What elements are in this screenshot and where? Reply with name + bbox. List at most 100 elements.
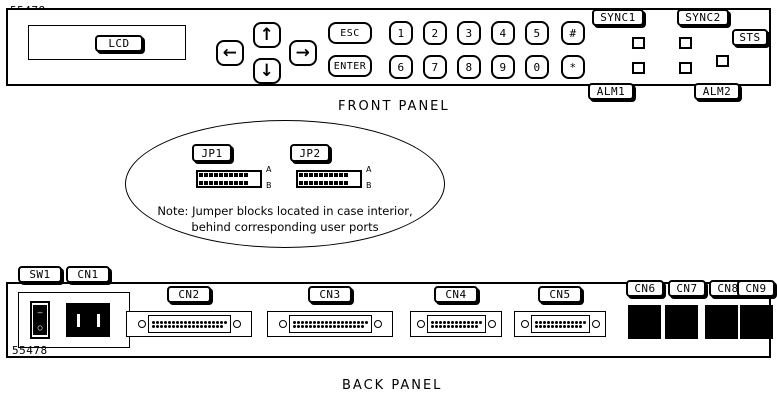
cn2-pin-row-bottom <box>151 324 227 328</box>
cn3-pin <box>324 324 328 328</box>
cn2-pin <box>155 320 159 324</box>
jp2-pin <box>324 181 328 185</box>
cn2-pin <box>211 324 215 328</box>
keypad-key-8[interactable]: 8 <box>457 55 481 79</box>
connector-cn4 <box>410 311 502 337</box>
cn2-pin-row-top <box>151 320 227 324</box>
cn4-pin <box>446 320 450 324</box>
jp1-pin <box>214 173 218 177</box>
enter-key[interactable]: ENTER <box>328 55 372 77</box>
keypad-key-2[interactable]: 2 <box>423 21 447 45</box>
cn3-pin-row-bottom <box>292 324 368 328</box>
jp2-pin <box>334 181 338 185</box>
arrow-key-right[interactable]: → <box>289 40 317 66</box>
cn5-pin <box>554 324 558 328</box>
keypad-key-star[interactable]: * <box>561 55 585 79</box>
cn2-pin <box>187 324 191 328</box>
front-panel-caption: FRONT PANEL <box>338 99 450 114</box>
cn3-pin <box>344 324 348 328</box>
cn4-pin <box>478 320 482 324</box>
cn5-pin <box>574 324 578 328</box>
jp1-label-b: B <box>266 181 272 190</box>
switch-mark-off: ○ <box>37 323 43 332</box>
jp2-pin <box>304 181 308 185</box>
cn4-pin <box>454 320 458 324</box>
cn2-pin <box>219 324 223 328</box>
cn2-pin <box>183 324 187 328</box>
cn2-pin <box>175 320 179 324</box>
jp2-pin <box>309 181 313 185</box>
cn4-pin <box>438 324 442 328</box>
cn3-pin <box>352 324 356 328</box>
jp1-pin <box>199 173 203 177</box>
cn5-pin <box>558 320 562 324</box>
jumper-block-jp1 <box>196 170 262 188</box>
keypad-key-5[interactable]: 5 <box>525 21 549 45</box>
callout-cn7: CN7 <box>668 280 706 297</box>
inlet-blade-right <box>96 313 100 327</box>
cn4-pin <box>458 324 462 328</box>
cn3-pin <box>296 320 300 324</box>
cn5-pin-row-bottom <box>534 324 586 328</box>
cn4-shell <box>426 315 486 333</box>
jp2-label-a: A <box>366 165 372 174</box>
arrow-up-icon: ↑ <box>259 24 275 45</box>
cn3-pin <box>300 324 304 328</box>
jp2-row-b <box>299 181 359 185</box>
arrow-down-icon: ↓ <box>259 60 275 81</box>
cn2-pin <box>219 320 223 324</box>
cn4-pin <box>430 320 434 324</box>
keypad-key-6[interactable]: 6 <box>389 55 413 79</box>
jp1-row-b <box>199 181 259 185</box>
callout-alm2: ALM2 <box>694 83 740 100</box>
keypad-key-9[interactable]: 9 <box>491 55 515 79</box>
cn2-pin <box>179 324 183 328</box>
cn5-pin <box>542 324 546 328</box>
jp2-pin <box>304 173 308 177</box>
cn4-pin <box>454 324 458 328</box>
callout-cn4: CN4 <box>434 286 478 303</box>
cn3-pin <box>292 320 296 324</box>
jp2-pin <box>319 173 323 177</box>
keypad-key-4[interactable]: 4 <box>491 21 515 45</box>
cn3-pin <box>348 324 352 328</box>
cn4-pin <box>442 324 446 328</box>
cn4-pin <box>434 324 438 328</box>
jp1-pin <box>239 181 243 185</box>
cn5-pin <box>542 320 546 324</box>
keypad-key-1[interactable]: 1 <box>389 21 413 45</box>
jp1-pin <box>209 181 213 185</box>
cn5-pin <box>578 324 582 328</box>
led-sync2 <box>679 37 692 49</box>
cn3-pin <box>356 324 360 328</box>
esc-key[interactable]: ESC <box>328 22 372 44</box>
keypad-key-0[interactable]: 0 <box>525 55 549 79</box>
cn2-pin <box>159 324 163 328</box>
jp2-pin <box>314 173 318 177</box>
cn5-pin <box>558 324 562 328</box>
arrow-key-left[interactable]: ← <box>216 40 244 66</box>
cn3-pin <box>312 320 316 324</box>
arrow-left-icon: ← <box>222 42 238 63</box>
cn3-pin <box>312 324 316 328</box>
arrow-key-down[interactable]: ↓ <box>253 58 281 84</box>
keypad-key-7[interactable]: 7 <box>423 55 447 79</box>
cn5-pin <box>562 324 566 328</box>
keypad-key-hash[interactable]: # <box>561 21 585 45</box>
jp1-pin <box>229 173 233 177</box>
cn3-pin <box>360 320 364 324</box>
jp1-pin <box>224 173 228 177</box>
cn4-pin <box>462 324 466 328</box>
cn3-pin <box>320 320 324 324</box>
cn2-pin <box>179 320 183 324</box>
cn4-pin <box>458 320 462 324</box>
jp1-row-a <box>199 173 259 177</box>
cn5-pin <box>582 320 586 324</box>
arrow-key-up[interactable]: ↑ <box>253 22 281 48</box>
power-switch-sw1[interactable]: — ○ <box>30 301 50 339</box>
cn2-pin <box>195 320 199 324</box>
cn4-pin <box>466 320 470 324</box>
jumper-note-ellipse <box>125 120 445 248</box>
keypad-key-3[interactable]: 3 <box>457 21 481 45</box>
cn5-pin <box>554 320 558 324</box>
